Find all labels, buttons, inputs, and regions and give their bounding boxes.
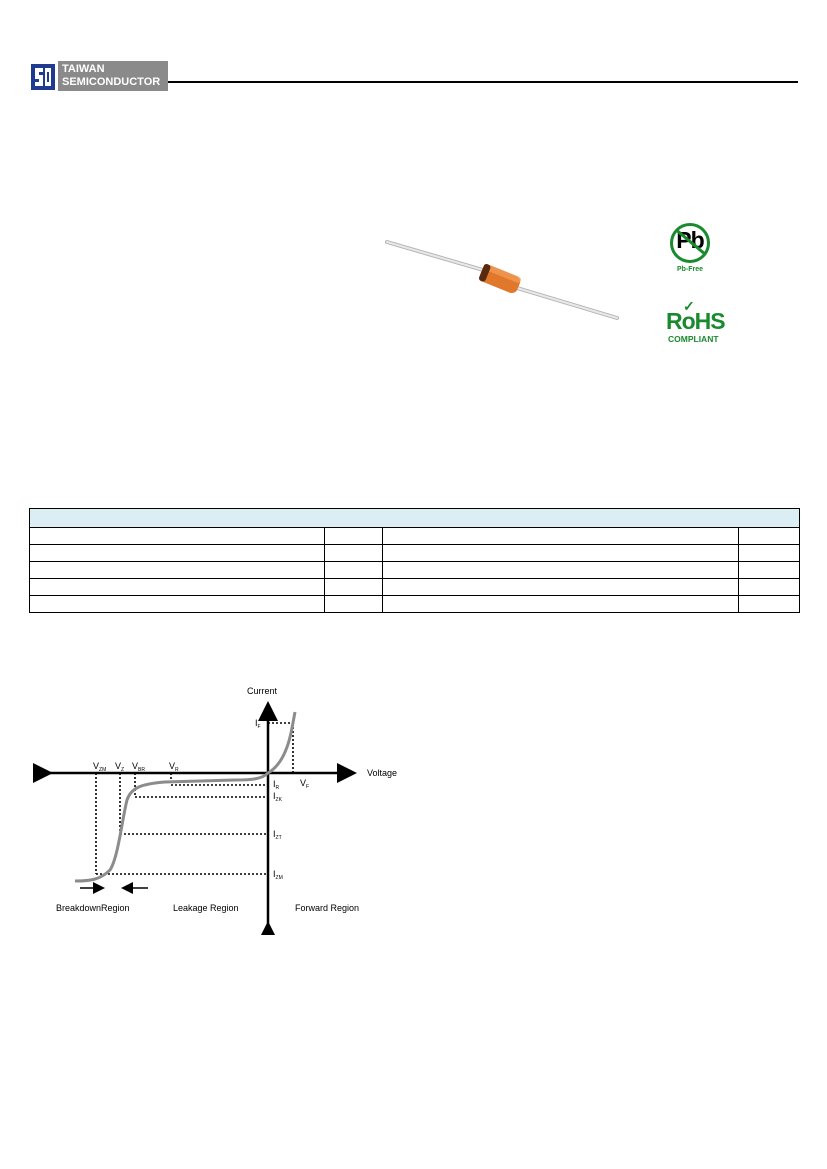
label-vf: VF	[300, 778, 309, 790]
company-name-block: TAIWAN SEMICONDUCTOR	[58, 61, 168, 91]
table-cell	[738, 544, 800, 562]
forward-region-label: Forward Region	[295, 903, 359, 913]
table-cell	[382, 578, 739, 596]
table-cell	[324, 544, 383, 562]
leakage-region-label: Leakage Region	[173, 903, 239, 913]
spec-table	[29, 508, 800, 613]
table-cell	[29, 544, 325, 562]
table-row	[29, 595, 800, 613]
company-name-line1: TAIWAN	[62, 63, 105, 75]
table-cell	[738, 527, 800, 545]
pb-free-badge: Pb Pb-Free	[666, 223, 722, 279]
current-axis-label: Current	[247, 686, 278, 696]
table-cell	[324, 595, 383, 613]
pb-free-circle-icon	[670, 223, 710, 263]
table-header	[29, 508, 800, 528]
zener-iv-characteristic-diagram: Current Voltage IF VF IR IZK IZT IZM VZM…	[33, 686, 397, 935]
table-cell	[324, 561, 383, 579]
table-cell	[382, 544, 739, 562]
table-cell	[382, 561, 739, 579]
table-cell	[738, 578, 800, 596]
table-cell	[738, 561, 800, 579]
label-vz: VZ	[115, 761, 124, 773]
label-izt: IZT	[273, 829, 282, 841]
table-cell	[29, 578, 325, 596]
reference-lines	[95, 722, 294, 875]
rohs-title: RoHS	[666, 308, 726, 334]
table-cell	[382, 595, 739, 613]
table-row	[29, 561, 800, 579]
table-cell	[324, 578, 383, 596]
diode-product-image	[385, 240, 619, 320]
breakdown-region-label: BreakdownRegion	[56, 903, 130, 913]
voltage-axis-label: Voltage	[367, 768, 397, 778]
table-cell	[738, 595, 800, 613]
table-cell	[382, 527, 739, 545]
label-vr: VR	[169, 761, 179, 773]
table-cell	[29, 561, 325, 579]
company-name-line2: SEMICONDUCTOR	[62, 76, 161, 88]
table-cell	[29, 595, 325, 613]
pb-free-caption: Pb-Free	[676, 266, 704, 273]
rohs-badge: ✓ RoHS COMPLIANT	[666, 298, 730, 346]
label-if: IF	[255, 718, 261, 730]
table-cell	[29, 527, 325, 545]
table-row	[29, 527, 800, 545]
iv-curve	[74, 711, 297, 883]
table-row	[29, 578, 800, 596]
table-cell	[324, 527, 383, 545]
checkmark-icon: ✓	[683, 298, 695, 314]
label-ir: IR	[273, 779, 280, 791]
company-logo-icon	[31, 64, 55, 90]
table-row	[29, 544, 800, 562]
label-izm: IZM	[273, 869, 283, 881]
header-divider	[168, 81, 798, 83]
rohs-compliant-label: COMPLIANT	[668, 334, 719, 344]
label-vzm: VZM	[93, 761, 106, 773]
label-vbr: VBR	[132, 761, 145, 773]
label-izk: IZK	[273, 791, 283, 803]
